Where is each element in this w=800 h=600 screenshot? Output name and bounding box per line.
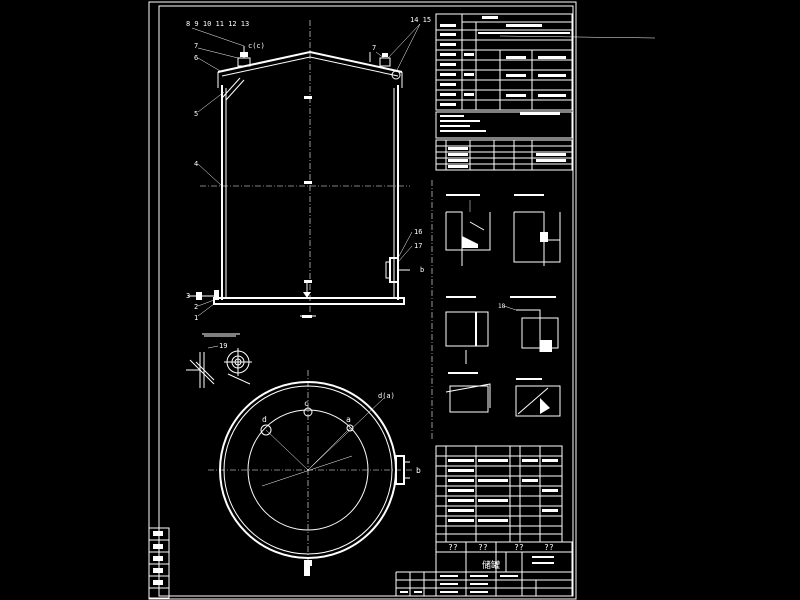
label-part-5: 5 bbox=[194, 110, 198, 118]
plan-label-c: c bbox=[304, 399, 309, 408]
label-nozzle-c: c(c) bbox=[248, 42, 265, 50]
parts-list bbox=[435, 445, 563, 543]
drawing-frame-outer bbox=[148, 1, 577, 600]
title-unknown-cell-4: ?? bbox=[544, 543, 554, 552]
label-part-3: 3 bbox=[186, 292, 190, 300]
plan-label-d: d bbox=[262, 415, 267, 424]
label-part-18: 18 bbox=[498, 303, 506, 310]
label-part-7-left: 7 bbox=[194, 42, 198, 50]
technical-data-table bbox=[435, 13, 573, 111]
detail-19: 19 bbox=[186, 333, 252, 388]
tank-plan-view: d c a d(a) b bbox=[208, 370, 421, 576]
label-part-16: 16 bbox=[414, 228, 422, 236]
label-top-parts: 8 9 10 11 12 13 bbox=[186, 20, 249, 28]
title-unknown-cell-3: ?? bbox=[514, 543, 524, 552]
label-part-17: 17 bbox=[414, 242, 422, 250]
title-unknown-cell-2: ?? bbox=[478, 543, 488, 552]
title-block: 储罐 ?? ?? ?? ?? bbox=[395, 541, 573, 597]
nozzle-table bbox=[435, 139, 573, 171]
overflow-line bbox=[499, 35, 656, 39]
label-nozzle-b: b bbox=[420, 266, 424, 274]
tank-elevation: 8 9 10 11 12 13 14 15 c(c) 7 6 5 4 3 2 1… bbox=[186, 16, 431, 322]
plan-label-da: d(a) bbox=[378, 392, 395, 400]
detail-sheets: 18 bbox=[431, 180, 561, 440]
label-part-4: 4 bbox=[194, 160, 198, 168]
title-unknown-cell-1: ?? bbox=[448, 543, 458, 552]
binding-strip bbox=[148, 527, 170, 599]
plan-label-a: a bbox=[346, 415, 351, 424]
label-part-1: 1 bbox=[194, 314, 198, 322]
label-top-right-parts: 14 15 bbox=[410, 16, 431, 24]
label-part-6: 6 bbox=[194, 54, 198, 62]
drawing-frame-inner bbox=[158, 5, 574, 597]
plan-label-b: b bbox=[416, 466, 421, 475]
title-drawing-name: 储罐 bbox=[482, 559, 500, 571]
technical-notes bbox=[435, 111, 573, 139]
label-part-19: 19 bbox=[219, 342, 227, 350]
label-part-2: 2 bbox=[194, 303, 198, 311]
label-part-7-right: 7 bbox=[372, 44, 376, 52]
